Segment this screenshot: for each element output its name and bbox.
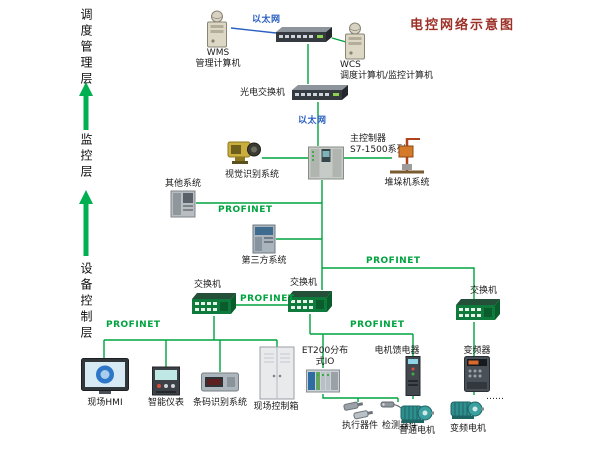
switch-left-icon — [192, 292, 236, 318]
barcode-scanner-icon — [201, 370, 239, 394]
switch-left-label: 交换机 — [194, 280, 222, 290]
profinet-label-4: PROFINET — [106, 320, 161, 330]
motor-feeder-icon — [404, 356, 422, 396]
main-controller-label: 主控制器 S7-1500系列 — [350, 134, 422, 156]
switch-mid-icon — [288, 290, 332, 316]
wms-server-icon — [204, 10, 230, 48]
more-devices-label: …… — [486, 392, 504, 402]
et200-label: ET200分布式IO — [301, 346, 349, 367]
layer-label-device-control: 设备控制层 — [79, 262, 93, 342]
field-hmi-label: 现场HMI — [87, 398, 123, 408]
vfd-motor-icon — [450, 394, 484, 422]
smart-meter-icon — [152, 366, 180, 396]
control-box-label: 现场控制箱 — [253, 402, 299, 412]
ethernet-label-top: 以太网 — [252, 15, 281, 25]
vfd-label: 变频器 — [463, 346, 491, 356]
third-party-system-label: 第三方系统 — [241, 256, 287, 266]
fiber-switch-label: 光电交换机 — [240, 88, 286, 98]
main-controller-desc: S7-1500系列 — [350, 144, 406, 155]
ethernet-label-mid: 以太网 — [298, 116, 327, 126]
et200-module-icon — [306, 368, 340, 394]
smart-meter-label: 智能仪表 — [147, 398, 184, 408]
actuators-label: 执行器件 — [341, 421, 378, 431]
profinet-label-3: PROFINET — [240, 294, 295, 304]
other-system-label: 其他系统 — [164, 179, 201, 189]
actuator-connectors-icon — [342, 398, 378, 420]
vision-system-label: 视觉识别系统 — [224, 170, 279, 180]
wms-name: WMS — [206, 48, 230, 58]
wms-label: WMS 管理计算机 — [186, 48, 250, 70]
hmi-panel-icon — [81, 358, 129, 396]
profinet-label-2: PROFINET — [366, 256, 421, 266]
main-controller-name: 主控制器 — [350, 134, 387, 144]
switch-right-icon — [456, 298, 500, 324]
profinet-label-1: PROFINET — [218, 205, 273, 215]
plc-s7-1500-icon — [308, 146, 344, 180]
layer-label-management: 调度管理层 — [79, 8, 93, 88]
barcode-system-label: 条码识别系统 — [192, 398, 247, 408]
vision-camera-icon — [226, 138, 262, 168]
wcs-label: WCS 调度计算机/监控计算机 — [340, 60, 450, 82]
wcs-server-icon — [342, 22, 368, 60]
stacker-system-label: 堆垛机系统 — [384, 178, 430, 188]
normal-motor-icon — [400, 398, 434, 426]
control-box-icon — [259, 346, 295, 400]
normal-motor-label: 普通电机 — [398, 426, 435, 436]
sensors-label: 检测器件 — [381, 421, 418, 431]
fiber-switch-icon — [292, 84, 348, 102]
third-party-module-icon — [252, 224, 276, 254]
profinet-label-5: PROFINET — [350, 320, 405, 330]
stacker-crane-icon — [386, 136, 428, 176]
wms-desc: 管理计算机 — [195, 58, 241, 69]
motor-feeder-label: 电机馈电器 — [374, 346, 420, 356]
layer-label-monitoring: 监控层 — [79, 133, 93, 181]
wcs-name: WCS — [340, 60, 361, 70]
vfd-drive-icon — [464, 356, 490, 392]
vfd-motor-label: 变频电机 — [449, 424, 486, 434]
other-system-module-icon — [170, 190, 196, 218]
wcs-desc: 调度计算机/监控计算机 — [340, 70, 434, 81]
layer-arrow-icon — [79, 82, 93, 256]
switch-mid-label: 交换机 — [290, 278, 318, 288]
switch-right-label: 交换机 — [470, 286, 498, 296]
core-switch-icon — [276, 26, 332, 44]
diagram-title: 电控网络示意图 — [410, 18, 516, 33]
